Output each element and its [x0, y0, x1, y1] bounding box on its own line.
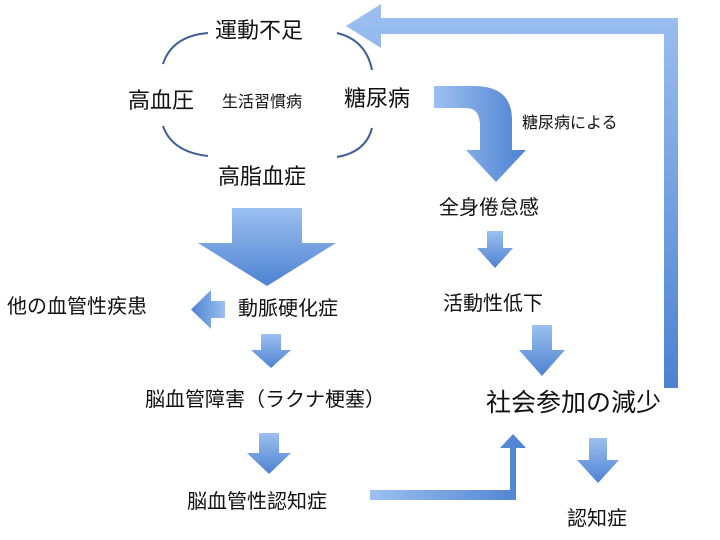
cluster-arcs	[162, 32, 373, 158]
label-reduced-activity: 活動性低下	[443, 291, 543, 315]
label-hyperlipidemia: 高脂血症	[218, 165, 307, 190]
label-dementia: 認知症	[567, 506, 627, 530]
curved-arrow-diabetes	[434, 86, 526, 182]
label-arteriosclerosis: 動脈硬化症	[238, 296, 338, 320]
arc-bottom-right	[336, 127, 373, 158]
arc-bottom-left	[162, 125, 209, 157]
arrow-to-other-vascular	[191, 290, 225, 329]
label-due-to-diabetes: 糖尿病による	[522, 113, 618, 132]
arrow-fatigue-to-activity	[477, 231, 513, 268]
label-hypertension: 高血圧	[128, 89, 195, 114]
arrow-social-to-dementia	[577, 438, 619, 483]
label-vascular-dementia: 脳血管性認知症	[187, 489, 327, 513]
label-general-fatigue: 全身倦怠感	[439, 195, 539, 219]
arrow-activity-to-social	[519, 325, 565, 376]
elbow-arrow-to-social	[370, 434, 526, 500]
label-lack-of-exercise: 運動不足	[215, 19, 304, 44]
arc-top-right	[336, 32, 373, 71]
large-down-arrow	[198, 208, 336, 286]
label-reduced-social-participation: 社会参加の減少	[486, 388, 662, 417]
label-lifestyle-disease: 生活習慣病	[222, 92, 303, 111]
arc-top-left	[162, 32, 209, 65]
label-cerebrovascular-disorder: 脳血管障害（ラクナ梗塞）	[145, 387, 385, 411]
arrow-to-vascular-dementia	[247, 433, 291, 474]
label-diabetes: 糖尿病	[344, 87, 411, 112]
feedback-arrow-to-exercise	[346, 4, 678, 388]
arrow-to-cerebrovascular	[251, 334, 291, 368]
label-other-vascular-disease: 他の血管性疾患	[7, 294, 147, 318]
